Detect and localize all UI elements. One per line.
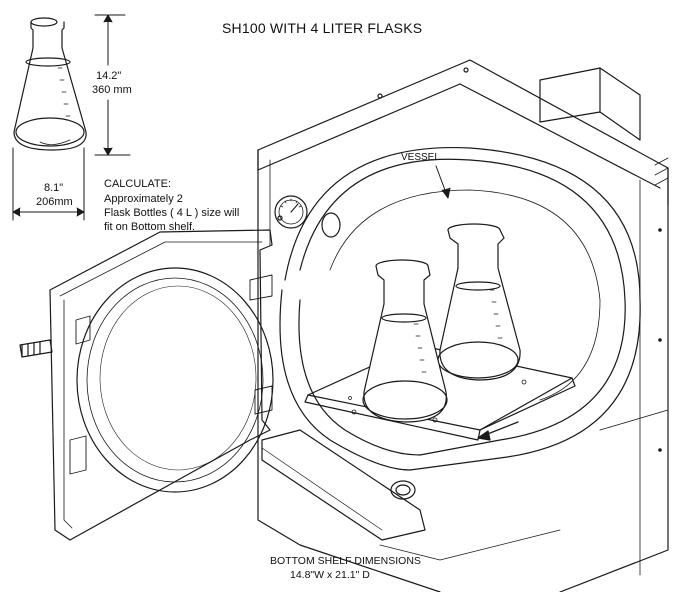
diagram-title: SH100 WITH 4 LITER FLASKS [222, 20, 423, 36]
flask-width-mm: 206mm [36, 196, 73, 208]
calculate-line-2: Flask Bottles ( 4 L ) size will [104, 207, 240, 219]
pressure-gauge-icon [274, 195, 341, 238]
flask-height-mm: 360 mm [92, 84, 132, 96]
calculate-line-3: fit on Bottom shelf. [104, 221, 196, 233]
calculate-heading: CALCULATE: [104, 178, 172, 190]
autoclave-door [19, 229, 274, 541]
vessel-chamber [279, 146, 641, 471]
vessel-label: VESSEL [401, 152, 440, 163]
calculate-line-1: Approximately 2 [104, 193, 183, 205]
width-dimension-line [12, 147, 85, 221]
direction-arrow-icon [477, 421, 519, 441]
flask-height-inches: 14.2" [96, 70, 122, 82]
autoclave-housing [257, 59, 669, 593]
height-dimension-line [94, 14, 131, 156]
erlenmeyer-flask-icon-front [362, 259, 448, 423]
bottom-shelf-heading: BOTTOM SHELF DIMENSIONS [270, 555, 421, 567]
drip-tray [261, 429, 426, 541]
erlenmeyer-flask-icon-rear [437, 223, 521, 381]
vessel-leader-line [435, 165, 451, 199]
reference-flask-icon [13, 17, 87, 151]
flask-width-inches: 8.1" [44, 182, 64, 194]
bottom-shelf-dimensions: 14.8"W x 21.1" D [290, 569, 370, 581]
